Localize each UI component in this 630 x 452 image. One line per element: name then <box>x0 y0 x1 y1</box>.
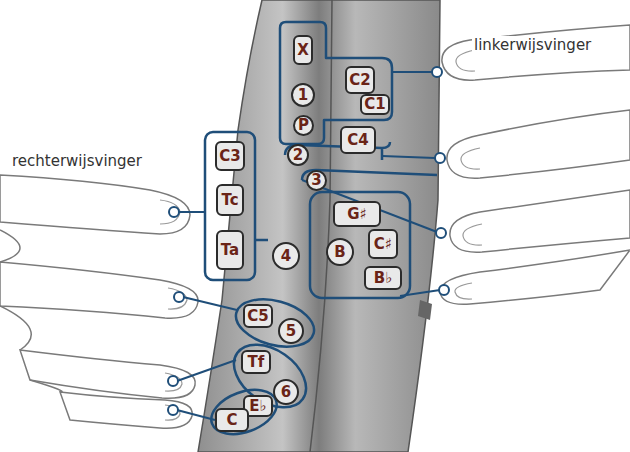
key-label: 4 <box>281 249 291 264</box>
key-label: B <box>334 245 345 260</box>
key-label: C <box>226 413 237 428</box>
round-key: P <box>293 115 314 136</box>
key-label: 5 <box>286 324 296 339</box>
key-label: C♯ <box>374 237 392 252</box>
key-label: B♭ <box>374 271 393 286</box>
key-label: G♯ <box>347 207 367 222</box>
finger-label: linkerwijsvinger <box>472 36 593 54</box>
key-label: Ta <box>221 243 239 258</box>
round-key: 5 <box>278 318 304 344</box>
key-button: G♯ <box>333 201 381 227</box>
key-label: Tf <box>248 355 265 370</box>
key-label: Tc <box>221 193 238 208</box>
key-label: C3 <box>219 149 240 164</box>
key-label: P <box>298 118 309 133</box>
key-label: 3 <box>311 173 321 188</box>
key-label: 2 <box>293 148 303 163</box>
key-label: C2 <box>349 73 370 88</box>
round-key: 1 <box>291 83 315 107</box>
key-button: Tc <box>216 184 244 216</box>
key-label: 1 <box>298 88 308 103</box>
key-button: B♭ <box>364 266 402 290</box>
key-label: C1 <box>364 97 385 112</box>
key-button: C5 <box>243 304 273 328</box>
key-button: Ta <box>216 230 244 270</box>
round-key: 3 <box>306 170 327 191</box>
key-button: C4 <box>340 126 376 154</box>
key-button: C <box>215 408 249 432</box>
finger-label: rechterwijsvinger <box>10 152 144 170</box>
key-label: C4 <box>347 133 368 148</box>
key-button: C2 <box>345 66 375 94</box>
round-key: 4 <box>272 242 300 270</box>
key-button: Tf <box>241 350 271 374</box>
key-label: 6 <box>281 385 291 400</box>
round-key: 2 <box>287 144 309 166</box>
key-button: C♯ <box>368 229 398 259</box>
key-label: E♭ <box>249 399 266 414</box>
round-key: 6 <box>273 379 299 405</box>
key-button: X <box>293 35 313 65</box>
key-label: X <box>297 43 309 58</box>
round-key: B <box>326 238 354 266</box>
key-label: C5 <box>247 309 268 324</box>
key-button: C3 <box>215 141 245 171</box>
key-button: C1 <box>360 94 390 115</box>
